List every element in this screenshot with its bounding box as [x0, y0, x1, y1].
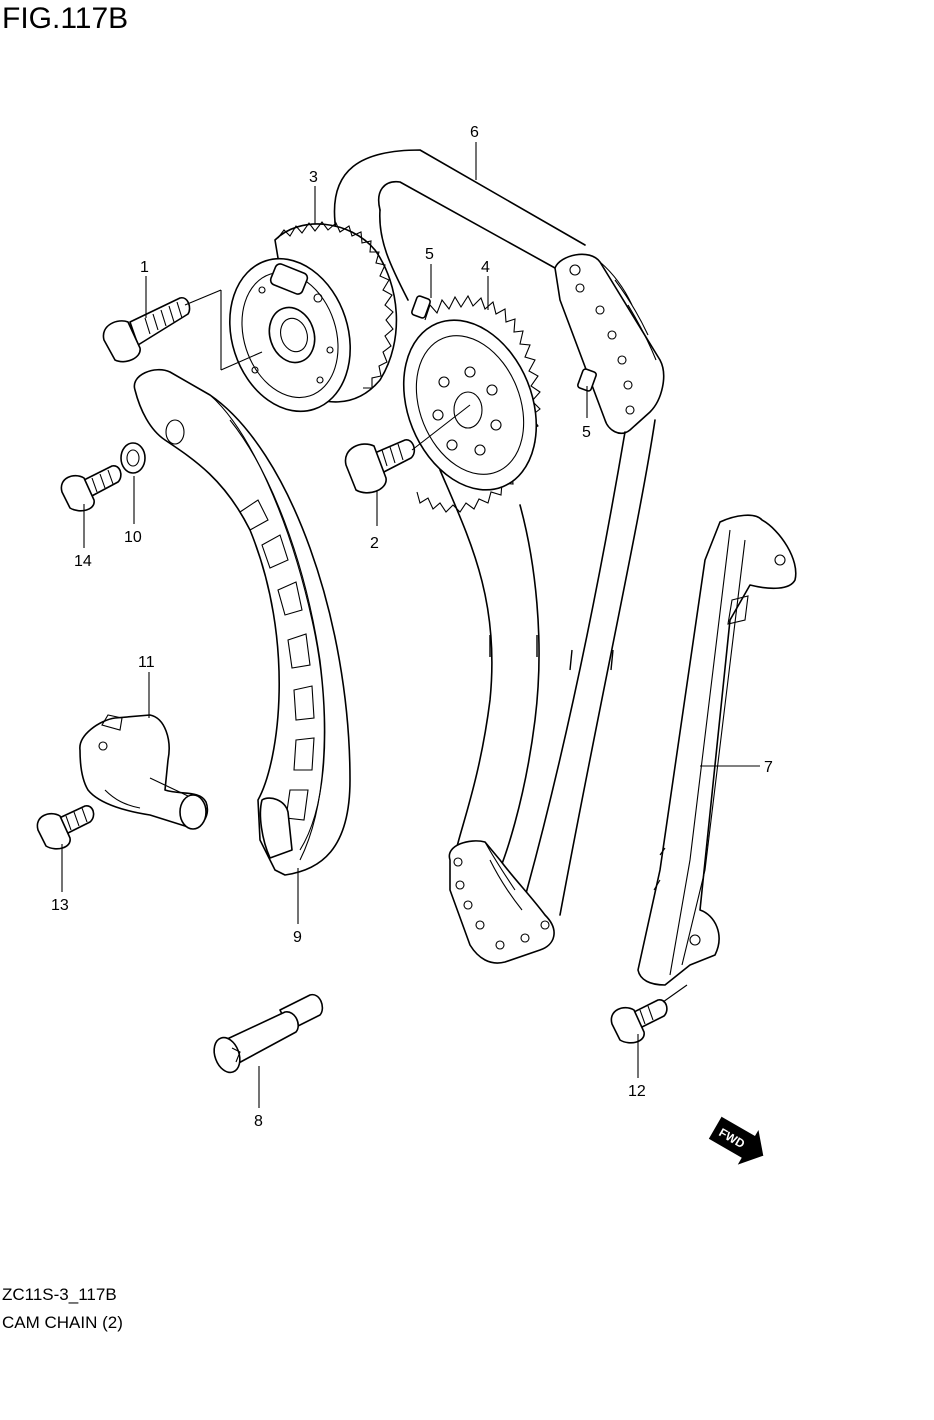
sprocket-bolt-2	[344, 404, 471, 494]
dowel-pin-upper	[411, 295, 431, 319]
washer	[120, 442, 146, 474]
cam-chain-links-upper	[554, 253, 665, 435]
callout-6: 6	[470, 124, 479, 141]
figure-title: FIG.117B	[2, 2, 129, 35]
cam-chain-links-lower	[448, 840, 555, 964]
callout-numbers: 1 2 3 4 5 5 6 7 8 9 10 11 12 13 14	[51, 124, 773, 1130]
cam-sprocket	[402, 294, 541, 513]
callout-5-upper: 5	[425, 246, 434, 263]
diagram-code: ZC11S-3_117B	[2, 1285, 117, 1304]
callout-2: 2	[370, 535, 379, 552]
callout-3: 3	[309, 169, 318, 186]
guide-bolt-14	[60, 465, 122, 512]
callout-10: 10	[124, 529, 142, 546]
cam-sprocket-actuator	[229, 221, 398, 413]
chain-guide-pin	[213, 993, 324, 1074]
dowel-pin-lower	[577, 368, 597, 392]
guide-bolt-12	[610, 984, 688, 1044]
cam-chain	[333, 149, 665, 964]
diagram-name: CAM CHAIN (2)	[2, 1313, 123, 1332]
chain-guide	[637, 514, 797, 986]
forward-direction-arrow: FWD	[708, 1115, 765, 1165]
callout-9: 9	[293, 929, 302, 946]
callout-leaders	[61, 142, 760, 1108]
callout-13: 13	[51, 897, 69, 914]
sprocket-bolt-1	[102, 289, 263, 371]
chain-tensioner-adjuster	[79, 714, 209, 830]
callout-11: 11	[138, 654, 155, 671]
chain-tensioner-guide	[133, 368, 351, 876]
callout-14: 14	[74, 553, 92, 570]
callout-1: 1	[140, 259, 149, 276]
callout-5-lower: 5	[582, 424, 591, 441]
callout-7: 7	[764, 759, 773, 776]
callout-8: 8	[254, 1113, 263, 1130]
adjuster-bolt-13	[36, 805, 95, 850]
callout-12: 12	[628, 1083, 646, 1100]
callout-4: 4	[481, 259, 490, 276]
